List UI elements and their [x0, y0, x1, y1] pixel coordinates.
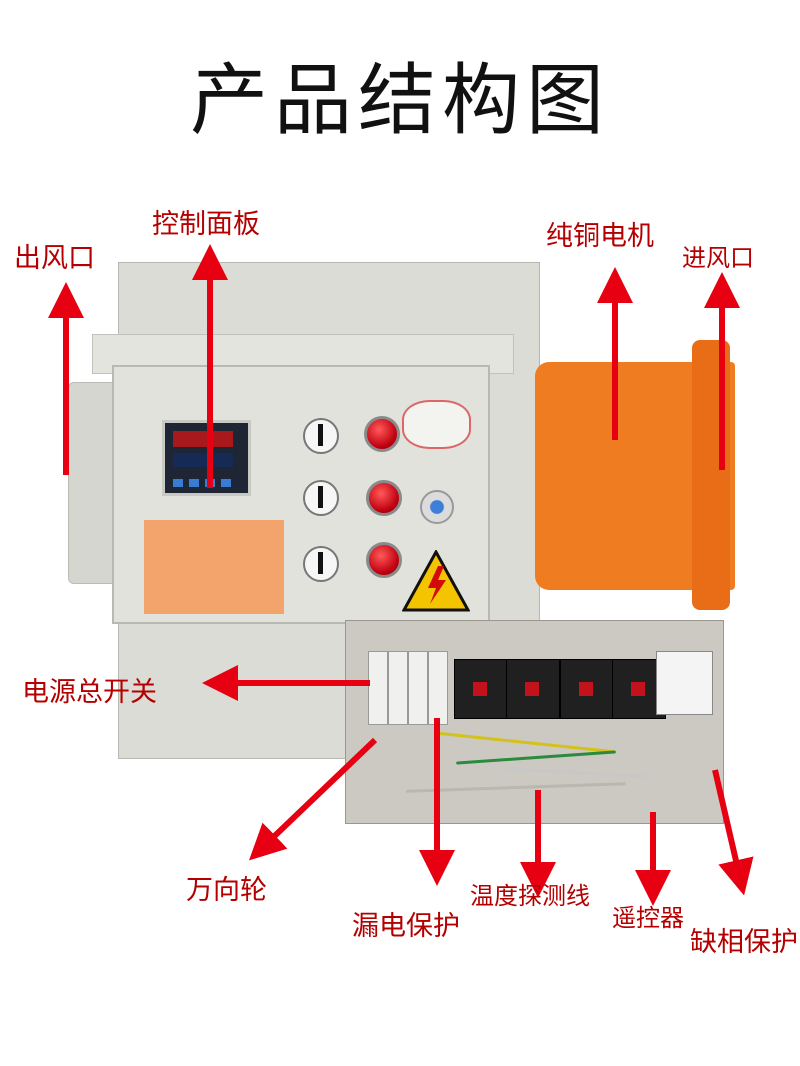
label-main-switch: 电源总开关: [22, 677, 157, 708]
emergency-button[interactable]: [420, 490, 454, 524]
label-temp-probe-wire: 温度探测线: [470, 882, 590, 910]
page-title: 产品结构图: [189, 56, 610, 146]
switch-knob-1[interactable]: [303, 418, 339, 454]
label-remote: 遥控器: [612, 904, 684, 932]
contactor: [506, 659, 560, 719]
temperature-controller: [162, 420, 251, 496]
remote-receiver-plate: [402, 400, 471, 449]
main-breaker: [408, 651, 428, 725]
instruction-nameplate: [144, 520, 284, 614]
electric-hazard-icon: [402, 550, 470, 612]
indicator-lamp-1: [364, 416, 400, 452]
contactor: [560, 659, 614, 719]
arrow-phase-loss: [712, 769, 754, 896]
label-leakage-protection: 漏电保护: [352, 911, 460, 942]
label-control-panel: 控制面板: [152, 209, 260, 240]
indicator-lamp-2: [366, 480, 402, 516]
arrow-caster: [248, 737, 378, 861]
main-breaker: [388, 651, 408, 725]
label-phase-loss-protection: 缺相保护: [690, 927, 798, 958]
label-outlet: 出风口: [14, 243, 95, 274]
wiring-compartment-photo: [345, 620, 724, 824]
label-inlet: 进风口: [682, 244, 754, 272]
indicator-lamp-3: [366, 542, 402, 578]
label-caster: 万向轮: [186, 875, 267, 906]
phase-loss-relay: [656, 651, 713, 715]
switch-knob-2[interactable]: [303, 480, 339, 516]
switch-knob-3[interactable]: [303, 546, 339, 582]
main-breaker: [368, 651, 388, 725]
label-copper-motor: 纯铜电机: [546, 221, 654, 252]
